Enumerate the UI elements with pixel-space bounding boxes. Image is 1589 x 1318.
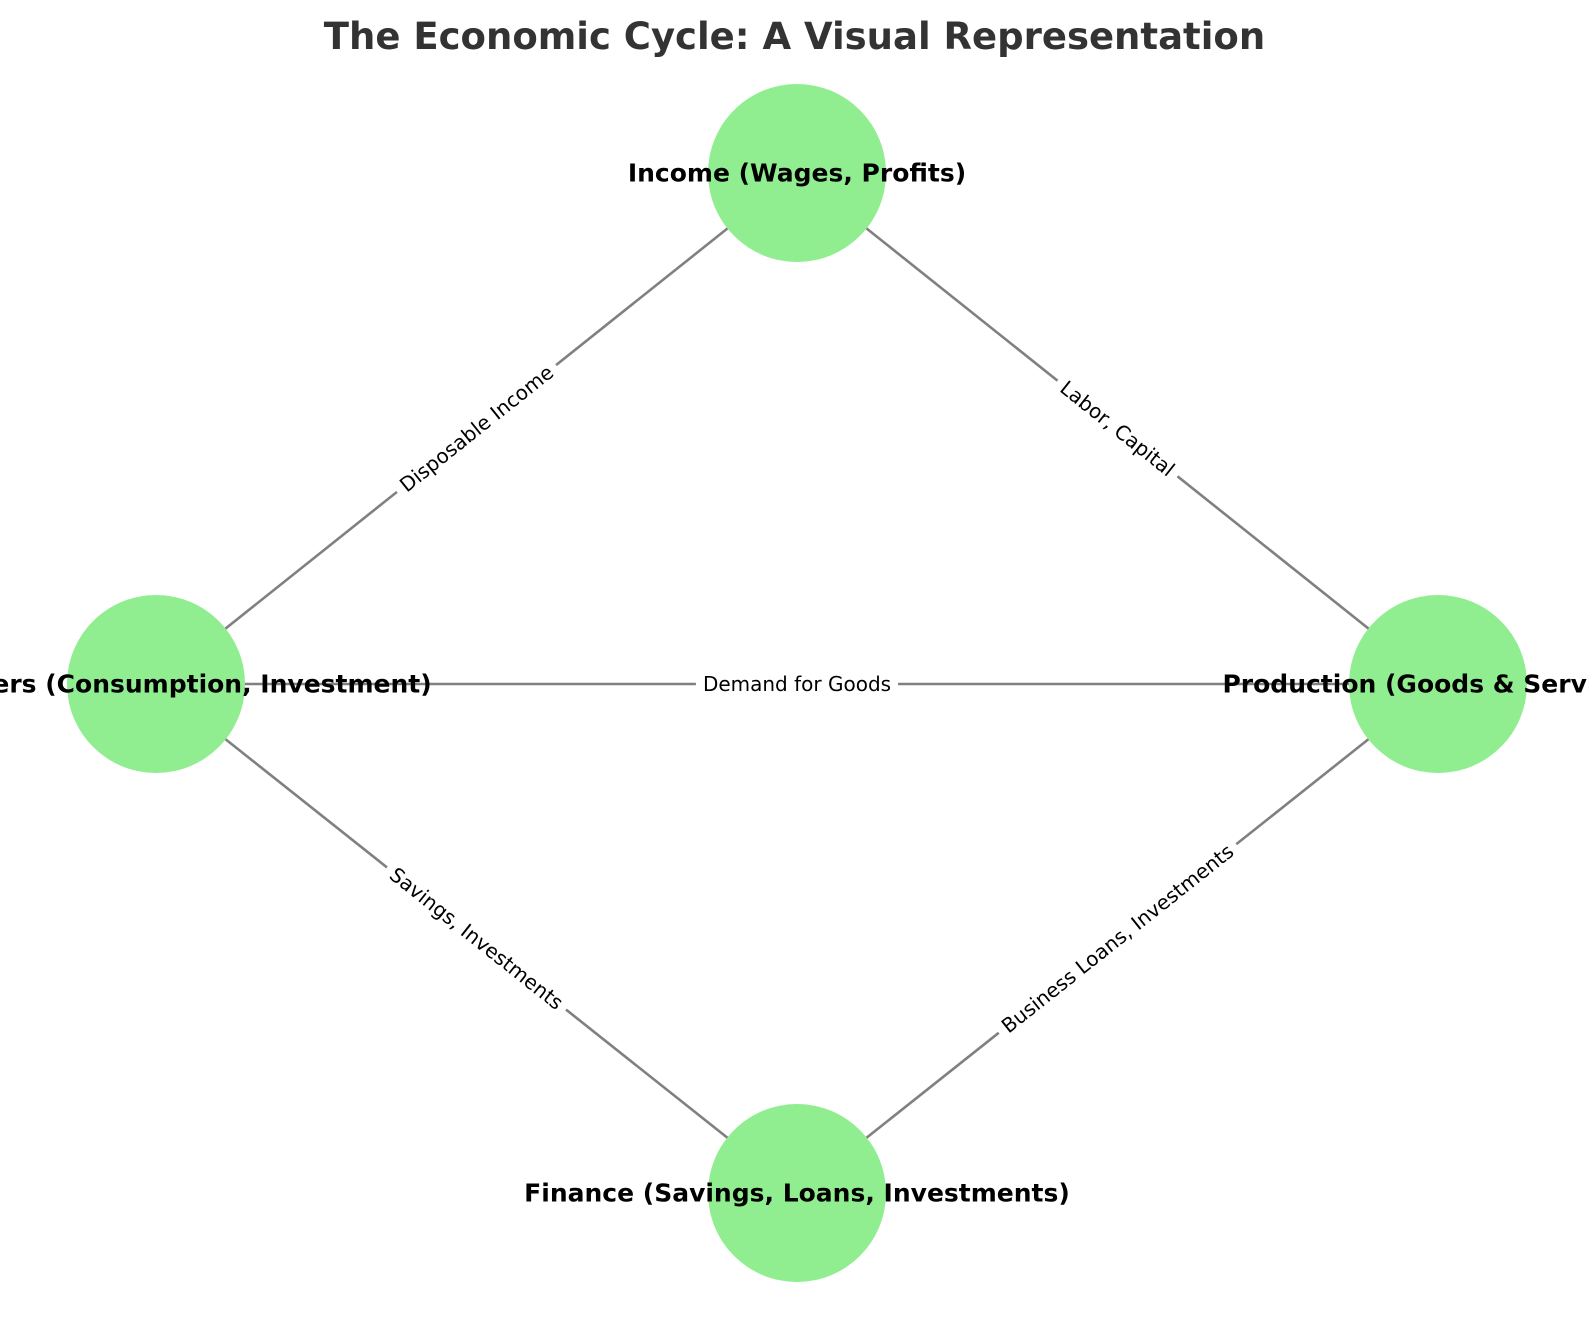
node-income-circle[interactable] [708, 84, 886, 262]
node-production-circle[interactable] [1349, 595, 1527, 773]
diagram-title: The Economic Cycle: A Visual Representat… [324, 15, 1265, 58]
edge-label-labor-capital: Labor, Capital [1056, 376, 1180, 482]
edge-income-production: Labor, Capital [796, 171, 1439, 686]
edge-label-background [991, 834, 1244, 1043]
node-income-label: Income (Wages, Profits) [628, 159, 966, 188]
edge-label-background [379, 858, 574, 1019]
node-consumers-label: Consumers (Consumption, Investment) [0, 670, 432, 699]
node-production-label: Production (Goods & Services) [1222, 670, 1589, 699]
edge-consumers-finance: Savings, Investments [155, 682, 798, 1195]
edge-label-group: Demand for Goods [695, 672, 899, 696]
edge-label-demand-for-goods: Demand for Goods [703, 672, 891, 696]
nodes-layer [67, 84, 1527, 1282]
node-finance-circle[interactable] [708, 1104, 886, 1282]
node-labels-layer: Income (Wages, Profits) Consumers (Consum… [0, 159, 1589, 1208]
edge-label-disposable-income: Disposable Income [395, 360, 558, 497]
edge-label-group: Labor, Capital [1050, 371, 1185, 486]
edge-production-finance: Business Loans, Investments [796, 682, 1439, 1195]
edge-label-business-loans-investments: Business Loans, Investments [997, 839, 1239, 1038]
edge-consumers-production: Demand for Goods [156, 672, 1438, 696]
edge-label-savings-investments: Savings, Investments [385, 862, 568, 1014]
edge-label-group: Business Loans, Investments [991, 834, 1244, 1043]
edge-label-background [695, 672, 899, 696]
node-consumers-circle[interactable] [67, 595, 245, 773]
edge-label-background [389, 355, 564, 502]
edge-label-background [1050, 371, 1185, 486]
edge-income-consumers: Disposable Income [155, 171, 798, 686]
edge-label-group: Savings, Investments [379, 858, 574, 1019]
node-finance-label: Finance (Savings, Loans, Investments) [524, 1179, 1070, 1208]
edge-label-group: Disposable Income [389, 355, 564, 502]
